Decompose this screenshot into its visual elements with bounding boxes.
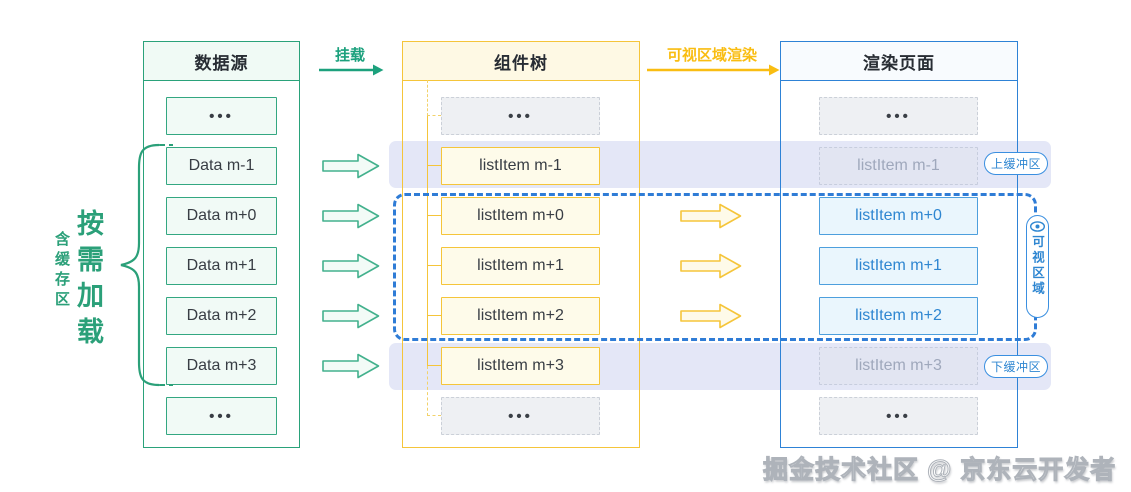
tree-stub: [427, 115, 441, 117]
datasource-item: Data m+0: [166, 197, 277, 235]
mount-flow-arrow-icon: [322, 203, 380, 229]
page-item-buffer: listItem m-1: [819, 147, 978, 185]
component-tree-column: 组件树: [402, 41, 640, 448]
tree-stub: [427, 415, 441, 417]
viewport-badge-label: 可视区域: [1030, 235, 1044, 297]
tree-line: [427, 366, 429, 416]
render-page-title: 渲染页面: [781, 42, 1017, 81]
tree-stub: [427, 315, 441, 317]
viewport-render-label: 可视区域渲染: [666, 46, 757, 64]
top-buffer-badge: 上缓冲区: [984, 152, 1048, 175]
watermark: 掘金技术社区 @ 京东云开发者: [762, 456, 1117, 485]
tree-line: [427, 116, 429, 366]
datasource-item: Data m+1: [166, 247, 277, 285]
page-item-visible: listItem m+0: [819, 197, 978, 235]
page-item-visible: listItem m+1: [819, 247, 978, 285]
viewport-badge: 可视区域: [1026, 215, 1049, 318]
datasource-item: Data m+2: [166, 297, 277, 335]
render-flow-arrow-icon: [680, 253, 742, 279]
datasource-ellipsis-top: •••: [166, 97, 277, 135]
tree-stub: [427, 265, 441, 267]
page-item-visible: listItem m+2: [819, 297, 978, 335]
mount-flow-arrow-icon: [322, 303, 380, 329]
render-flow-arrow-icon: [680, 303, 742, 329]
tree-ellipsis-bottom: •••: [441, 397, 600, 435]
tree-line: [427, 80, 429, 116]
mount-arrow-icon: [319, 64, 384, 76]
page-ellipsis-bottom: •••: [819, 397, 978, 435]
tree-item: listItem m+3: [441, 347, 600, 385]
tree-item: listItem m+0: [441, 197, 600, 235]
datasource-item: Data m+3: [166, 347, 277, 385]
component-tree-title: 组件树: [403, 42, 639, 81]
tree-item: listItem m+2: [441, 297, 600, 335]
cache-area-label: 含缓存区: [53, 231, 70, 311]
render-page-column: 渲染页面: [780, 41, 1018, 448]
mount-flow-arrow-icon: [322, 353, 380, 379]
render-flow-arrow-icon: [680, 203, 742, 229]
mount-label: 挂载: [334, 46, 365, 64]
tree-stub: [427, 165, 441, 167]
datasource-item: Data m-1: [166, 147, 277, 185]
eye-icon: [1030, 221, 1045, 232]
mount-flow-arrow-icon: [322, 253, 380, 279]
tree-stub: [427, 365, 441, 367]
page-ellipsis-top: •••: [819, 97, 978, 135]
bottom-buffer-badge: 下缓冲区: [984, 355, 1048, 378]
cache-range-brace: [120, 143, 173, 387]
datasource-ellipsis-bottom: •••: [166, 397, 277, 435]
viewport-render-arrow-icon: [647, 64, 780, 76]
page-item-buffer: listItem m+3: [819, 347, 978, 385]
mount-flow-arrow-icon: [322, 153, 380, 179]
tree-ellipsis-top: •••: [441, 97, 600, 135]
tree-stub: [427, 215, 441, 217]
datasource-column: 数据源: [143, 41, 300, 448]
load-on-demand-label: 按需加载: [73, 209, 103, 353]
datasource-title: 数据源: [144, 42, 299, 81]
tree-item: listItem m+1: [441, 247, 600, 285]
tree-item: listItem m-1: [441, 147, 600, 185]
